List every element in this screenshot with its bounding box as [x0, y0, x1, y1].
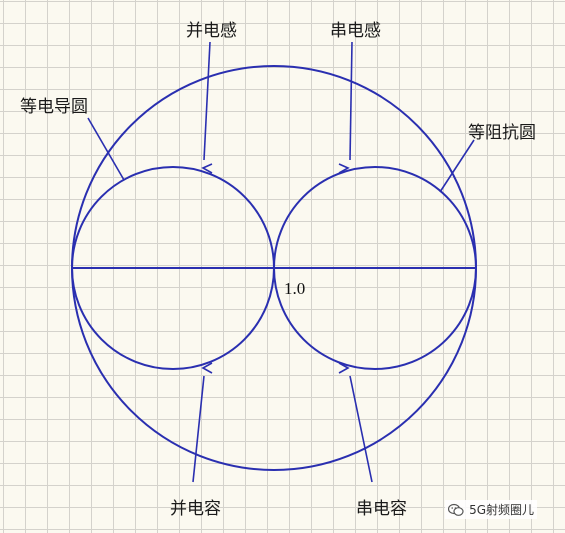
label-parallel-capacitance: 并电容	[170, 499, 221, 519]
pointer-equal-conductance	[87, 117, 125, 181]
label-parallel-inductance: 并电感	[186, 21, 237, 41]
label-series-capacitance: 串电容	[356, 499, 407, 519]
label-equal-impedance-circle: 等阻抗圆	[468, 123, 536, 143]
wechat-icon	[448, 503, 464, 516]
arrow-series-capacitance	[338, 362, 350, 374]
label-series-inductance: 串电感	[330, 21, 381, 41]
label-equal-conductance-circle: 等电导圆	[20, 97, 88, 117]
pointer-equal-impedance	[439, 139, 475, 193]
pointer-parallel-capacitance	[192, 375, 205, 483]
pointer-parallel-inductance	[203, 41, 211, 161]
watermark: 5G射频圈儿	[445, 500, 537, 519]
pointer-series-inductance	[349, 41, 353, 161]
arrow-parallel-inductance	[201, 163, 213, 174]
pointer-series-capacitance	[349, 375, 373, 483]
arrow-series-inductance	[338, 163, 350, 174]
arrow-parallel-capacitance	[201, 362, 213, 374]
watermark-text: 5G射频圈儿	[469, 503, 534, 517]
center-value-label: 1.0	[284, 279, 306, 298]
